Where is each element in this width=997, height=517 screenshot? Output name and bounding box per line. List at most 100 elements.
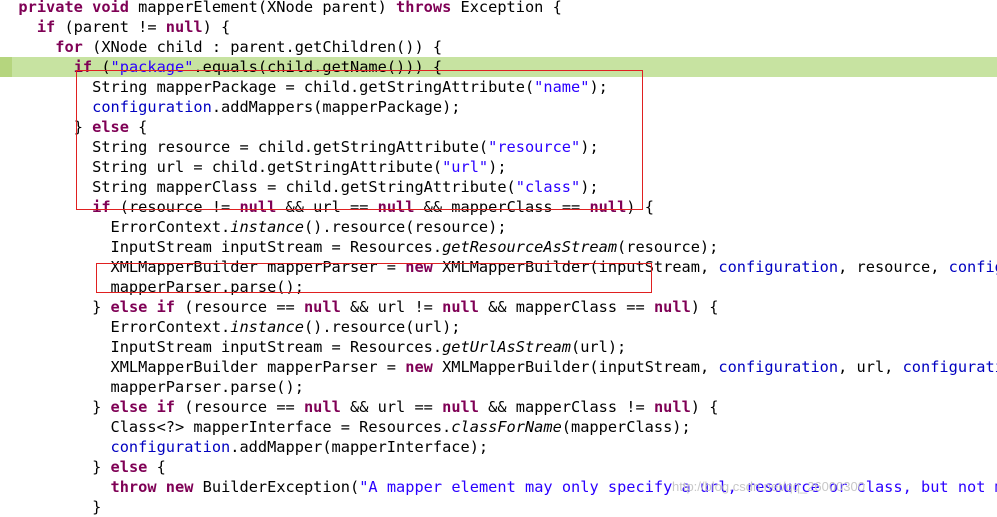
code-token: ().resource(url); [303, 318, 461, 336]
code-line[interactable]: } else if (resource == null && url == nu… [0, 397, 997, 417]
code-token: ) { [626, 198, 654, 216]
code-token: throw [110, 478, 157, 496]
code-token: configuration [902, 358, 997, 376]
code-token: else [110, 458, 148, 476]
code-text: } else if (resource == null && url != nu… [0, 297, 718, 317]
code-line[interactable]: ErrorContext.instance().resource(url); [0, 317, 997, 337]
code-line[interactable]: configuration.addMapper(mapperInterface)… [0, 437, 997, 457]
code-text: String mapperClass = child.getStringAttr… [0, 177, 599, 197]
code-text: mapperParser.parse(); [0, 377, 304, 397]
code-token: for [55, 38, 83, 56]
code-token: && url == [340, 398, 443, 416]
code-token: && mapperClass == [478, 298, 654, 316]
code-token: && mapperClass == [414, 198, 590, 216]
code-line[interactable]: mapperParser.parse(); [0, 377, 997, 397]
code-token: mapperParser.parse(); [110, 278, 304, 296]
code-line[interactable]: String resource = child.getStringAttribu… [0, 137, 997, 157]
code-token: XMLMapperBuilder(inputStream, [432, 358, 719, 376]
code-line[interactable]: Class<?> mapperInterface = Resources.cla… [0, 417, 997, 437]
code-token: else [92, 118, 129, 136]
code-token: null [165, 18, 203, 36]
code-token: .addMapper(mapperInterface); [230, 438, 489, 456]
code-token: getResourceAsStream [442, 238, 618, 256]
watermark: http://blog.csdn.net/qq_26000300 [672, 479, 865, 494]
code-text: private void mapperElement(XNode parent)… [0, 0, 562, 17]
code-token: getUrlAsStream [442, 338, 571, 356]
code-token: (resource == [175, 298, 304, 316]
code-text: ErrorContext.instance().resource(resourc… [0, 217, 507, 237]
code-token: String resource = child.getStringAttribu… [92, 138, 489, 156]
code-token: null [377, 198, 415, 216]
code-line[interactable]: throw new BuilderException("A mapper ele… [0, 477, 997, 497]
code-text: String mapperPackage = child.getStringAt… [0, 77, 608, 97]
code-token: ) { [202, 18, 231, 36]
code-token: instance [230, 318, 304, 336]
code-line[interactable]: if (parent != null) { [0, 17, 997, 37]
code-token: ErrorContext. [110, 318, 231, 336]
code-text: if (resource != null && url == null && m… [0, 197, 654, 217]
code-text: InputStream inputStream = Resources.getU… [0, 337, 627, 357]
code-token: } [73, 118, 93, 136]
code-line[interactable]: InputStream inputStream = Resources.getU… [0, 337, 997, 357]
code-token: InputStream inputStream = Resources. [110, 238, 443, 256]
code-line[interactable]: private void mapperElement(XNode parent)… [0, 0, 997, 17]
code-text: XMLMapperBuilder mapperParser = new XMLM… [0, 357, 997, 377]
code-token: (resource != [110, 198, 240, 216]
code-token: (url); [571, 338, 627, 356]
code-token: } [92, 458, 111, 476]
code-text: if ("package".equals(child.getName())) { [0, 57, 442, 77]
code-text: if (parent != null) { [0, 17, 230, 37]
code-text: configuration.addMappers(mapperPackage); [0, 97, 460, 117]
code-token: ); [589, 78, 608, 96]
code-token: private [18, 0, 83, 16]
code-line[interactable]: XMLMapperBuilder mapperParser = new XMLM… [0, 257, 997, 277]
code-line[interactable]: } else { [0, 117, 997, 137]
code-token: String mapperPackage = child.getStringAt… [92, 78, 535, 96]
code-line[interactable]: String url = child.getStringAttribute("u… [0, 157, 997, 177]
code-token: throws [396, 0, 452, 16]
code-line[interactable]: } else if (resource == null && url != nu… [0, 297, 997, 317]
code-token: if [156, 298, 176, 316]
code-token: } [92, 298, 111, 316]
code-token: String mapperClass = child.getStringAttr… [92, 178, 516, 196]
code-token: null [442, 398, 479, 416]
code-token: InputStream inputStream = Resources. [110, 338, 443, 356]
code-line[interactable]: XMLMapperBuilder mapperParser = new XMLM… [0, 357, 997, 377]
code-token [83, 0, 92, 16]
code-token: mapperParser.parse(); [110, 378, 304, 396]
code-line[interactable]: InputStream inputStream = Resources.getR… [0, 237, 997, 257]
code-token: Exception { [451, 0, 562, 16]
code-line[interactable]: mapperParser.parse(); [0, 277, 997, 297]
code-line[interactable]: String mapperClass = child.getStringAttr… [0, 177, 997, 197]
code-token: && mapperClass != [478, 398, 654, 416]
code-token: XMLMapperBuilder mapperParser = [110, 258, 406, 276]
code-text: } else { [0, 117, 148, 137]
code-token: ().resource(resource); [303, 218, 507, 236]
code-line[interactable]: String mapperPackage = child.getStringAt… [0, 77, 997, 97]
code-line[interactable]: for (XNode child : parent.getChildren())… [0, 37, 997, 57]
code-line-current[interactable]: if ("package".equals(child.getName())) { [0, 57, 997, 77]
code-token: null [303, 298, 341, 316]
code-token: { [147, 458, 166, 476]
code-token: mapperElement(XNode parent) [128, 0, 397, 16]
code-token: ) { [690, 298, 719, 316]
code-token: ); [488, 158, 507, 176]
code-line[interactable]: } [0, 497, 997, 517]
code-text: throw new BuilderException("A mapper ele… [0, 477, 997, 497]
code-line[interactable]: } else { [0, 457, 997, 477]
current-line-marker [0, 57, 12, 77]
code-line[interactable]: configuration.addMappers(mapperPackage); [0, 97, 997, 117]
code-token: void [92, 0, 129, 16]
code-token: "url" [442, 158, 489, 176]
code-token: { [128, 118, 148, 136]
code-token: , url, [838, 358, 903, 376]
code-token: configuration [110, 438, 231, 456]
code-line[interactable]: ErrorContext.instance().resource(resourc… [0, 217, 997, 237]
code-line[interactable]: if (resource != null && url == null && m… [0, 197, 997, 217]
code-token: (resource); [617, 238, 719, 256]
code-token: && url == [276, 198, 378, 216]
code-text: String resource = child.getStringAttribu… [0, 137, 599, 157]
code-token: Class<?> mapperInterface = Resources. [110, 418, 452, 436]
code-text: } [0, 497, 101, 517]
